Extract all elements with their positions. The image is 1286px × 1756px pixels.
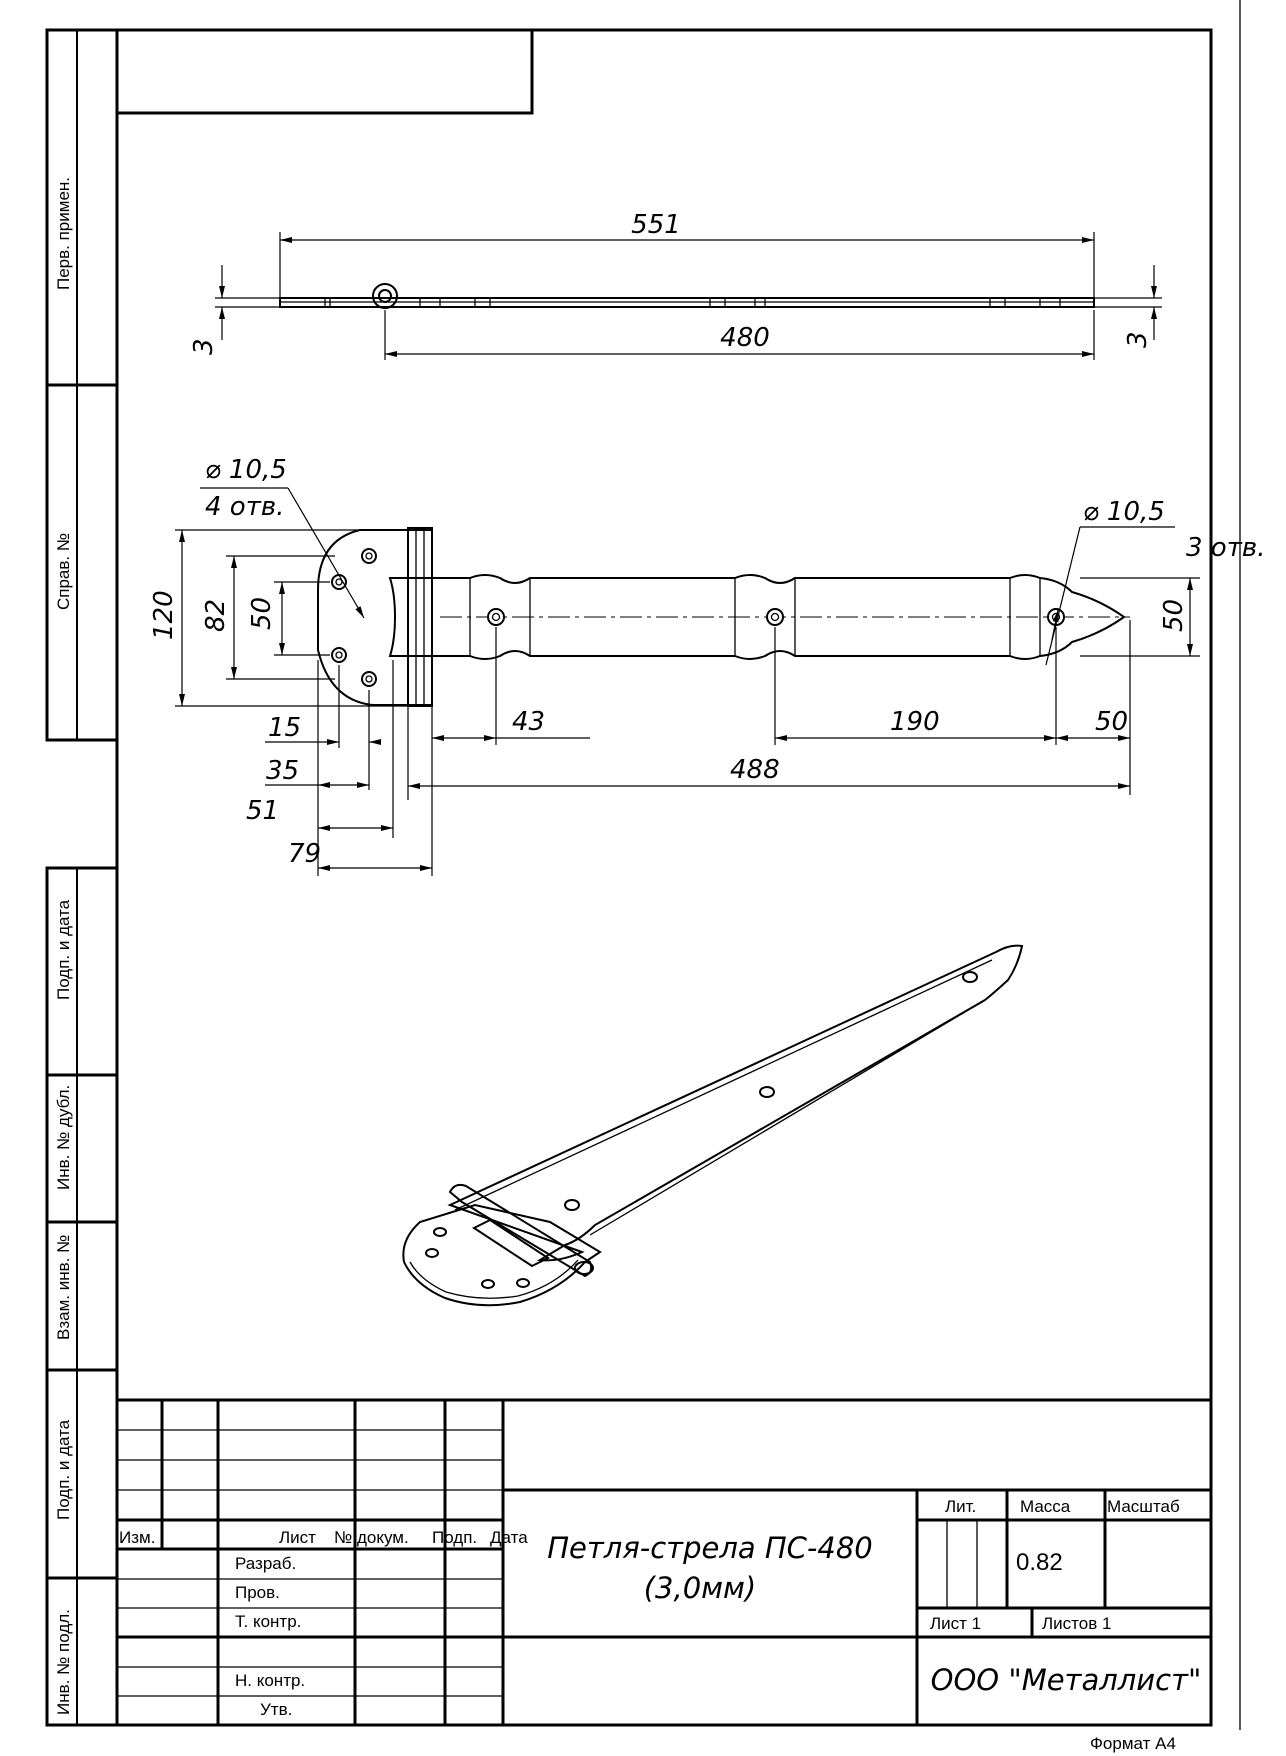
dim-thickness-right <box>1094 265 1162 340</box>
dim-label-551: 551 <box>631 210 681 240</box>
tb-n-kontr: Н. контр. <box>235 1671 305 1690</box>
tb-sheet-count: Листов 1 <box>1042 1614 1111 1633</box>
dim-top-551 <box>279 232 1095 298</box>
tb-razrab: Разраб. <box>235 1554 296 1573</box>
dim-label-488: 488 <box>730 755 780 785</box>
dim-height-50-right <box>1080 577 1200 657</box>
side-label-sprav-no: Справ. № <box>54 533 73 610</box>
drawing-title: Петля-стрела ПС-480 <box>547 1531 872 1565</box>
callout-diam-left: ⌀ 10,5 <box>205 455 287 485</box>
dim-thickness-left <box>215 265 280 340</box>
callout-count-left: 4 отв. <box>205 492 284 522</box>
dim-label-82: 82 <box>201 599 231 632</box>
side-label-vzam-inv: Взам. инв. № <box>54 1235 73 1340</box>
dim-label-43: 43 <box>512 707 545 737</box>
dim-height-82 <box>226 555 335 680</box>
tb-col-podp: Подп. <box>432 1528 477 1547</box>
side-label-inv-dubl: Инв. № дубл. <box>54 1085 73 1190</box>
tb-utv: Утв. <box>260 1700 292 1719</box>
dim-height-50-left <box>274 581 330 656</box>
callout-holes-right <box>1045 526 1175 666</box>
dim-label-79: 79 <box>288 839 321 869</box>
dim-top-480 <box>384 310 1095 360</box>
dim-label-thickness-left: 3 <box>189 338 219 355</box>
dim-label-50-left: 50 <box>247 597 277 630</box>
tb-col-izm: Изм. <box>119 1528 155 1547</box>
tb-masshtab: Масштаб <box>1107 1497 1180 1516</box>
dim-extension-lines <box>317 620 1131 876</box>
tb-col-data: Дата <box>490 1528 528 1547</box>
dim-label-35: 35 <box>266 756 299 786</box>
side-label-podp-data-1: Подп. и дата <box>54 899 73 1000</box>
dim-label-15: 15 <box>268 713 301 743</box>
isometric-view <box>402 944 1024 1307</box>
dim-label-51: 51 <box>246 796 279 826</box>
dim-label-50-bottom: 50 <box>1095 707 1128 737</box>
callout-count-right: 3 отв. <box>1186 533 1265 563</box>
tb-massa: Масса <box>1020 1497 1071 1516</box>
company-name: ООО "Металлист" <box>931 1663 1202 1697</box>
dim-label-190: 190 <box>890 707 940 737</box>
tb-t-kontr: Т. контр. <box>235 1612 301 1631</box>
dim-label-480: 480 <box>720 323 770 353</box>
callout-diam-right: ⌀ 10,5 <box>1083 497 1165 527</box>
tb-lit: Лит. <box>945 1497 976 1516</box>
dim-label-50-right: 50 <box>1159 599 1189 632</box>
side-label-podp-data-2: Подп. и дата <box>54 1419 73 1520</box>
title-block <box>117 1398 1211 1725</box>
dim-label-thickness-right: 3 <box>1123 331 1153 348</box>
side-label-inv-podl: Инв. № подл. <box>54 1609 73 1715</box>
drawing-frame <box>115 28 1213 1727</box>
top-left-box <box>115 28 534 115</box>
tb-col-dokum: № докум. <box>334 1528 409 1547</box>
callout-holes-left <box>200 487 365 619</box>
sheet-format: Формат А4 <box>1090 1734 1176 1753</box>
tb-massa-value: 0.82 <box>1016 1549 1063 1576</box>
tb-sheet-number: Лист 1 <box>930 1614 981 1633</box>
dim-label-120: 120 <box>149 590 179 640</box>
tb-col-list: Лист <box>279 1528 316 1547</box>
tb-prov: Пров. <box>235 1583 280 1602</box>
side-strip <box>45 28 119 1727</box>
plan-view <box>317 527 1130 707</box>
drawing-subtitle: (3,0мм) <box>644 1571 757 1605</box>
side-view <box>279 283 1095 309</box>
side-label-perv-primen: Перв. примен. <box>54 177 73 290</box>
